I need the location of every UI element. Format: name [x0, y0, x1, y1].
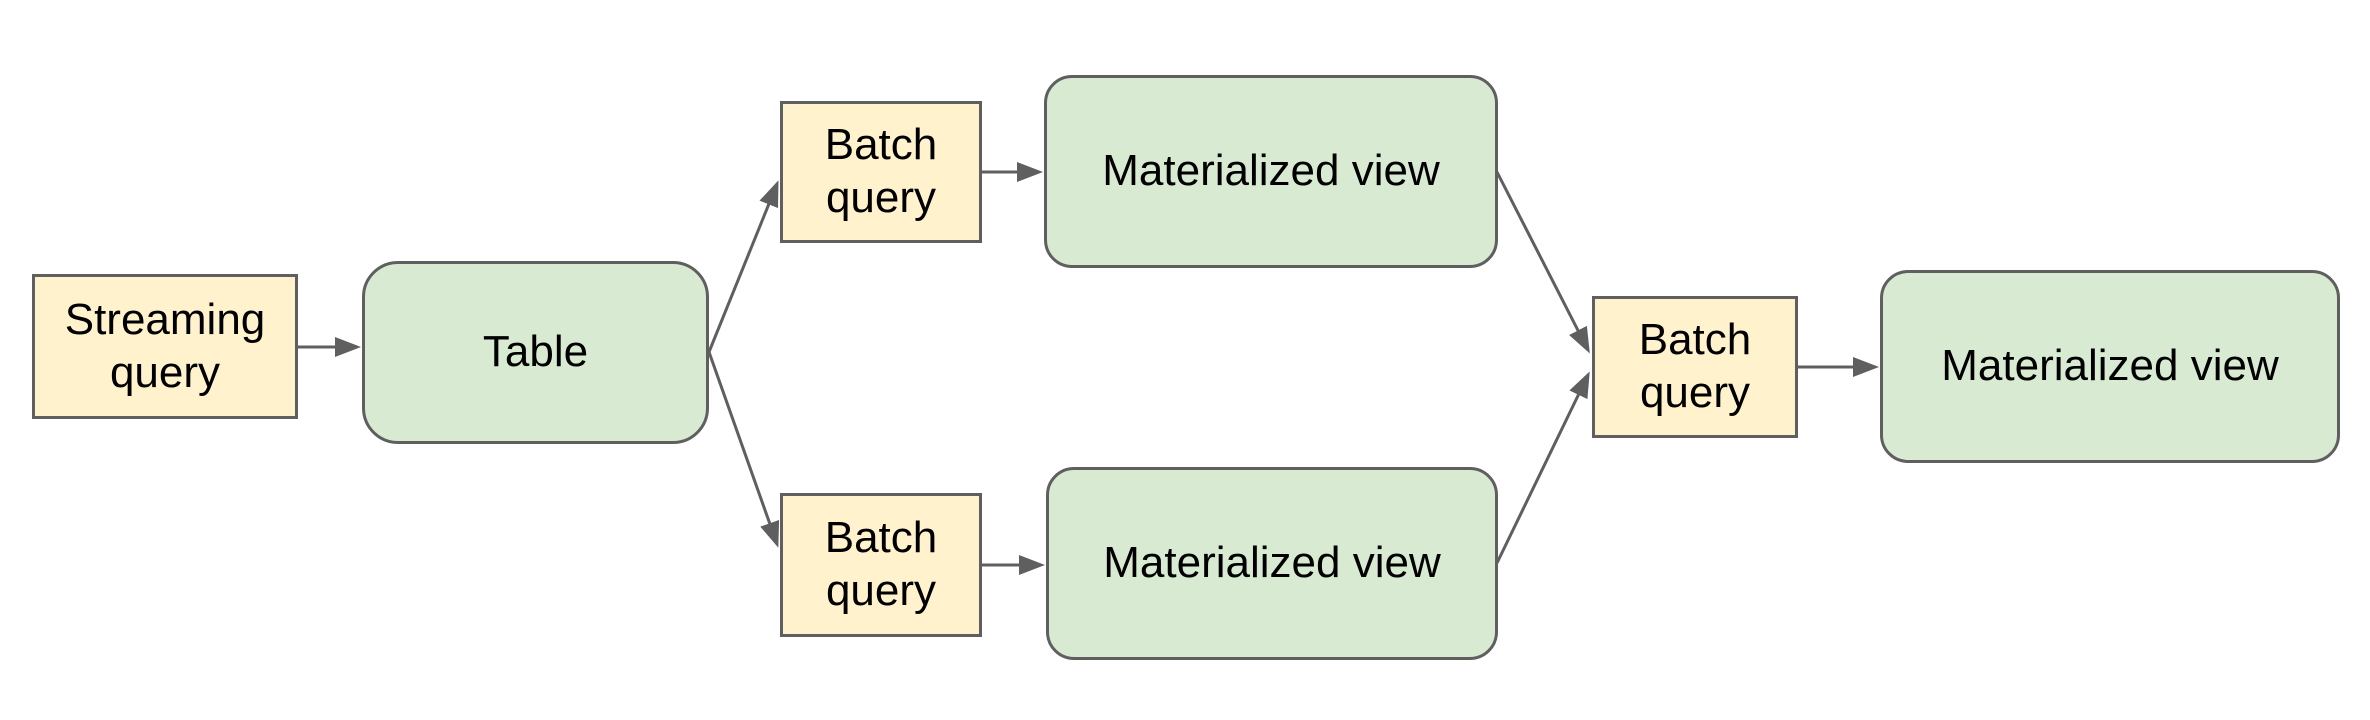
node-label: Streaming query [64, 294, 266, 397]
node-materialized-view-bottom: Materialized view [1046, 467, 1498, 660]
edge-mv-bottom-to-batch-merge [1495, 371, 1590, 564]
node-label: Materialized view [1102, 146, 1440, 196]
node-label: Batch query [1638, 315, 1752, 417]
node-label: Batch query [824, 513, 938, 615]
edge-table-to-batch-top [707, 180, 779, 353]
node-materialized-view-top: Materialized view [1044, 75, 1498, 268]
edge-table-to-batch-bottom [707, 351, 780, 548]
node-table: Table [362, 261, 709, 444]
node-label: Table [482, 327, 589, 377]
node-label: Batch query [824, 120, 938, 222]
node-batch-query-merge: Batch query [1592, 296, 1798, 438]
node-materialized-view-final: Materialized view [1880, 270, 2340, 463]
node-streaming-query: Streaming query [32, 274, 298, 419]
node-batch-query-bottom: Batch query [780, 493, 982, 637]
node-batch-query-top: Batch query [780, 101, 982, 243]
node-label: Materialized view [1941, 341, 2279, 391]
node-label: Materialized view [1103, 538, 1441, 588]
edge-mv-top-to-batch-merge [1495, 171, 1590, 354]
